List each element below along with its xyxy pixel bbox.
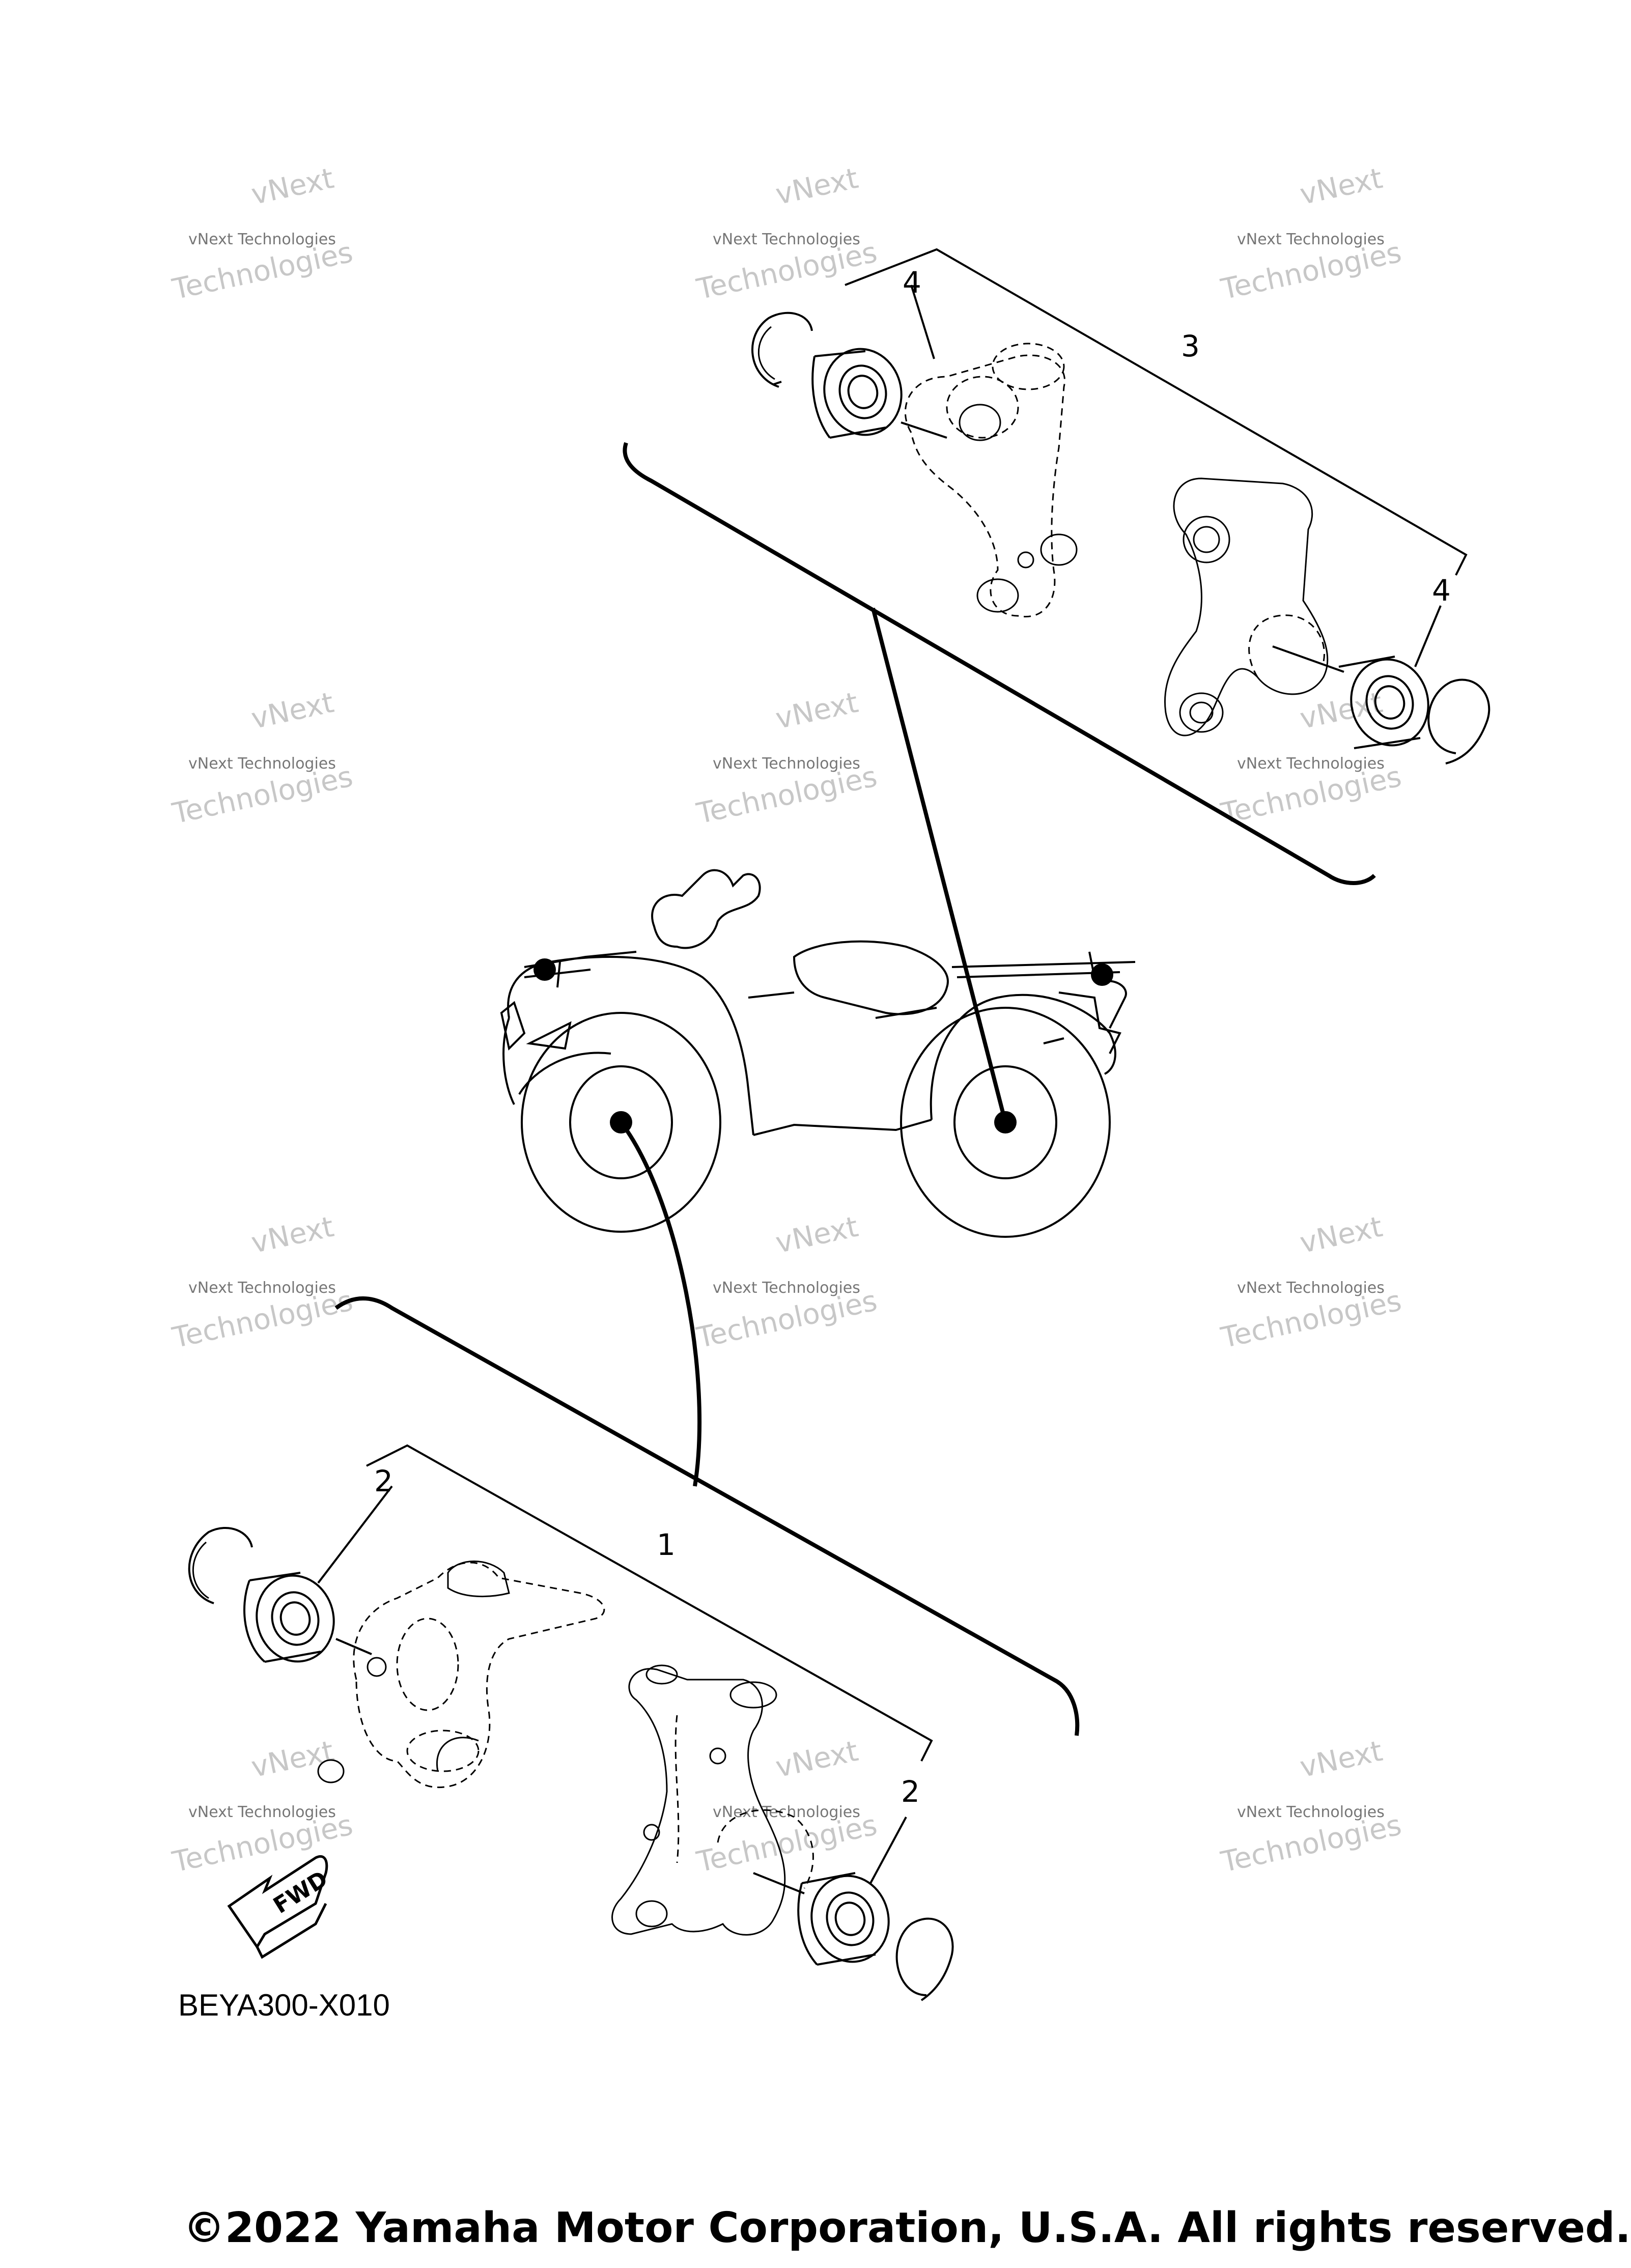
watermark: vNext vNext Technologies Technologies	[693, 162, 880, 306]
front-rack-marker	[533, 958, 556, 981]
rear-group-leader	[871, 608, 1007, 1123]
svg-text:vNext Technologies: vNext Technologies	[1237, 1279, 1385, 1297]
callout-bracket-1	[366, 1444, 933, 1762]
knuckle-icon	[353, 1562, 605, 1788]
watermark: vNext vNext Technologies Technologies	[693, 1735, 880, 1879]
copyright-notice: ©2022 Yamaha Motor Corporation, U.S.A. A…	[183, 2204, 1631, 2252]
knuckle-icon	[1164, 477, 1329, 736]
watermark: vNext vNext Technologies Technologies	[693, 686, 880, 831]
callout-bracket-3	[845, 248, 1468, 576]
callout-4-rear-left: 4	[903, 265, 921, 300]
svg-text:vNext: vNext	[1297, 686, 1386, 736]
watermark: vNext vNext Technologies Technologies	[169, 1210, 355, 1355]
parts-diagram: vNext vNext Technologies Technologies vN…	[169, 162, 1491, 2001]
watermark: vNext vNext Technologies Technologies	[1218, 1735, 1404, 1879]
callout-2-front-left: 2	[374, 1464, 393, 1498]
group-boundary	[623, 442, 1376, 885]
bearing-icon	[1338, 656, 1429, 749]
seat	[793, 940, 949, 1015]
svg-text:vNext: vNext	[1297, 162, 1386, 212]
callout-2-front-right: 2	[901, 1774, 920, 1809]
svg-text:vNext Technologies: vNext Technologies	[188, 231, 336, 248]
bearing-icon	[243, 1572, 335, 1663]
axis-line	[901, 421, 947, 439]
svg-text:vNext Technologies: vNext Technologies	[1237, 1803, 1385, 1821]
svg-text:vNext Technologies: vNext Technologies	[713, 755, 860, 773]
circlip-icon	[188, 1526, 253, 1604]
svg-text:vNext: vNext	[248, 1210, 337, 1260]
leader-line	[910, 285, 935, 359]
svg-text:vNext Technologies: vNext Technologies	[188, 1279, 336, 1297]
svg-text:vNext Technologies: vNext Technologies	[188, 755, 336, 773]
axis-line	[1272, 645, 1344, 673]
group-boundary	[334, 1296, 1080, 1736]
knuckle-icon	[905, 343, 1065, 617]
front-fender-detail	[500, 1001, 572, 1051]
knuckle-icon	[611, 1664, 814, 1936]
axis-line	[335, 1638, 372, 1655]
rear-wheel	[900, 1007, 1111, 1238]
circlip-icon	[1427, 678, 1491, 764]
circlip-icon	[895, 1917, 954, 2001]
circlip-icon	[751, 311, 813, 388]
svg-text:vNext Technologies: vNext Technologies	[713, 231, 860, 248]
svg-text:vNext: vNext	[773, 1210, 861, 1260]
watermark: vNext vNext Technologies Technologies	[1218, 162, 1404, 306]
rear-rack-marker	[1091, 963, 1113, 986]
callout-3: 3	[1181, 329, 1200, 363]
rear-knuckle-assembly	[623, 248, 1491, 885]
leader-line	[869, 1817, 907, 1884]
svg-text:vNext: vNext	[248, 1735, 337, 1784]
handlebar-icon	[651, 869, 761, 949]
watermark: vNext vNext Technologies Technologies	[169, 686, 355, 831]
svg-text:vNext Technologies: vNext Technologies	[188, 1803, 336, 1821]
watermark: vNext vNext Technologies Technologies	[1218, 1210, 1404, 1355]
location-markers	[533, 958, 1113, 1133]
knuckle-solid	[959, 404, 1078, 613]
svg-text:vNext Technologies: vNext Technologies	[1237, 231, 1385, 248]
callout-1: 1	[657, 1527, 676, 1562]
bearing-icon	[797, 1872, 890, 1966]
rear-fender-detail	[1043, 991, 1121, 1054]
front-knuckle-assembly	[188, 1296, 1080, 2001]
front-group-leader	[619, 1121, 702, 1487]
svg-text:vNext: vNext	[248, 162, 337, 212]
svg-text:vNext Technologies: vNext Technologies	[713, 1279, 860, 1297]
leader-line	[317, 1485, 393, 1584]
callout-4-rear-right: 4	[1432, 573, 1451, 608]
svg-text:vNext: vNext	[773, 1735, 861, 1784]
svg-text:vNext Technologies: vNext Technologies	[713, 1803, 860, 1821]
svg-text:vNext: vNext	[248, 686, 337, 736]
axis-line	[753, 1872, 805, 1894]
watermark: vNext vNext Technologies Technologies	[693, 1210, 880, 1355]
watermark-layer: vNext vNext Technologies Technologies vN…	[169, 162, 1404, 1879]
svg-text:vNext Technologies: vNext Technologies	[1237, 755, 1385, 773]
watermark: vNext vNext Technologies Technologies	[169, 162, 355, 306]
knuckle-solid	[317, 1561, 510, 1783]
svg-text:vNext: vNext	[773, 686, 861, 736]
svg-text:vNext: vNext	[773, 162, 861, 212]
bearing-icon	[811, 348, 903, 439]
fwd-arrow-icon: FWD	[227, 1855, 332, 1959]
svg-text:vNext: vNext	[1297, 1210, 1386, 1260]
circlip-inner	[192, 1541, 209, 1599]
leader-line	[1414, 605, 1442, 667]
circlip-inner	[757, 326, 775, 380]
atv-overview	[500, 869, 1136, 1238]
diagram-code: BEYA300-X010	[178, 1988, 390, 2022]
svg-text:vNext: vNext	[1297, 1735, 1386, 1784]
watermark: vNext vNext Technologies Technologies	[169, 1735, 355, 1879]
front-wheel	[521, 1012, 721, 1233]
body-outline	[502, 956, 1127, 1136]
